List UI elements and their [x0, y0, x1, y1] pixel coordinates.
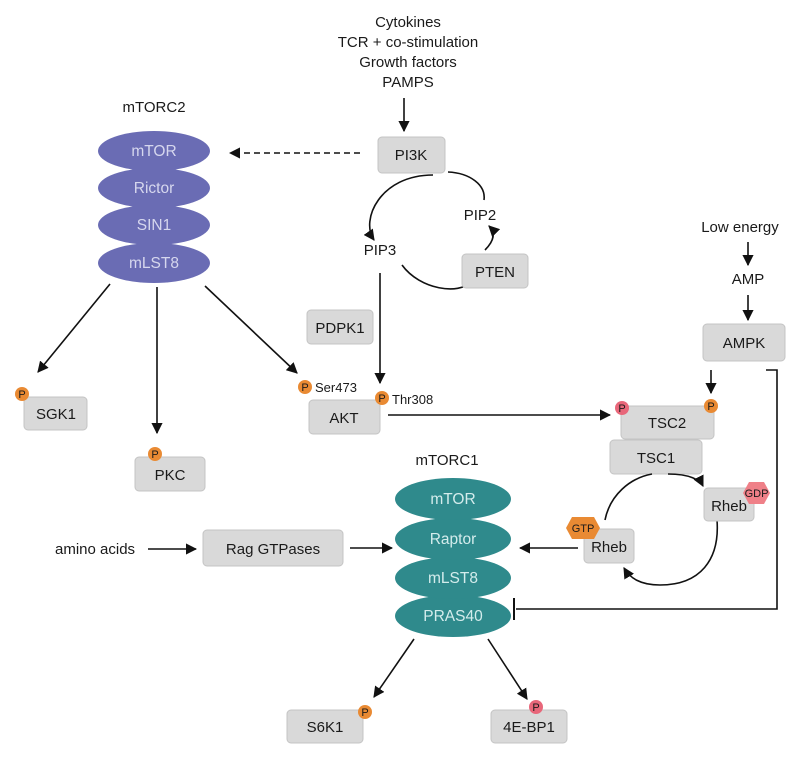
tsc1-label: TSC1 — [637, 450, 675, 467]
arrow-rheb-gdp-gtp — [623, 519, 719, 586]
mtorc1-mlst8 — [395, 557, 511, 599]
akt-label: AKT — [329, 410, 358, 427]
mtorc1-pras40 — [395, 595, 511, 637]
s6k1-box — [286, 709, 364, 744]
mtorc2-sin1-label: SIN1 — [137, 217, 171, 234]
sgk1-phospho — [15, 387, 29, 401]
arrow-tsc-rheb-gdp — [667, 473, 704, 488]
input-pamps: PAMPS — [382, 74, 433, 91]
arc-pip3-pten — [401, 264, 471, 290]
rheb-gtp-label: Rheb — [591, 539, 627, 556]
sgk1-label: SGK1 — [36, 406, 76, 423]
input-growth-factors: Growth factors — [359, 54, 457, 71]
s6k1-phospho-p: P — [361, 707, 368, 719]
arrow-pi3k-pip3 — [363, 174, 434, 241]
gtp-hexagon — [566, 517, 600, 539]
mtorc1-mtor-label: mTOR — [430, 491, 475, 508]
mtorc2-mlst8-label: mLST8 — [129, 255, 179, 272]
mtorc1-mtor — [395, 478, 511, 520]
input-tcr: TCR + co-stimulation — [338, 34, 478, 51]
mtorc2-rictor — [98, 168, 210, 208]
arrow-mtorc1-4ebp1 — [487, 638, 528, 700]
rheb-gdp-box — [703, 487, 755, 522]
mtorc1-raptor — [395, 518, 511, 560]
rheb-gdp-label: Rheb — [711, 498, 747, 515]
pkc-phospho-p: P — [151, 449, 158, 461]
ampk-box — [702, 323, 786, 362]
4ebp1-label: 4E-BP1 — [503, 719, 555, 736]
akt-thr308-phospho — [375, 391, 389, 405]
pkc-box — [134, 456, 206, 492]
pten-box — [461, 253, 529, 289]
tsc2-box — [620, 405, 715, 440]
akt-thr308-p: P — [378, 393, 385, 405]
akt-box — [308, 399, 381, 435]
pip3-label: PIP3 — [364, 242, 397, 259]
gdp-hexagon — [743, 482, 770, 504]
tsc2-phospho-orange-p: P — [707, 401, 714, 413]
rag-label: Rag GTPases — [226, 541, 320, 558]
arc-pip2-pi3k — [447, 171, 485, 201]
arrow-pten-pip2 — [484, 225, 501, 251]
ser473-label: Ser473 — [315, 380, 357, 395]
pkc-phospho — [148, 447, 162, 461]
4ebp1-box — [490, 709, 568, 744]
pdpk1-label: PDPK1 — [315, 320, 364, 337]
mtorc2-rictor-label: Rictor — [134, 180, 174, 197]
4ebp1-phospho-p: P — [532, 702, 539, 714]
s6k1-phospho — [358, 705, 372, 719]
sgk1-phospho-p: P — [18, 389, 25, 401]
mtorc1-title: mTORC1 — [415, 452, 478, 469]
akt-ser473-p: P — [301, 382, 308, 394]
amino-acids-label: amino acids — [55, 541, 135, 558]
low-energy-label: Low energy — [701, 219, 779, 236]
tsc1-box — [609, 439, 703, 475]
arrow-mtorc2-sgk1 — [37, 283, 111, 373]
tsc2-label: TSC2 — [648, 415, 686, 432]
sgk1-box — [23, 396, 88, 431]
rag-box — [202, 529, 344, 567]
mtorc2-sin1 — [98, 205, 210, 245]
arc-tsc-rheb-gtp — [604, 473, 653, 521]
pip2-label: PIP2 — [464, 207, 497, 224]
s6k1-label: S6K1 — [307, 719, 344, 736]
arrow-mtorc1-s6k1 — [373, 638, 415, 698]
gtp-label: GTP — [572, 523, 595, 535]
4ebp1-phospho — [529, 700, 543, 714]
gdp-label: GDP — [745, 488, 769, 500]
mtorc2-mtor — [98, 131, 210, 171]
rheb-gtp-box — [583, 528, 635, 564]
inhibit-ampk-mtorc1 — [516, 369, 778, 610]
pi3k-label: PI3K — [395, 147, 428, 164]
mtorc2-title: mTORC2 — [122, 99, 185, 116]
amp-label: AMP — [732, 271, 765, 288]
pdpk1-box — [306, 309, 374, 345]
input-cytokines: Cytokines — [375, 14, 441, 31]
mtorc2-mlst8 — [98, 243, 210, 283]
mtorc2-mtor-label: mTOR — [131, 143, 176, 160]
tsc2-phospho-red — [615, 401, 629, 415]
mtorc1-mlst8-label: mLST8 — [428, 570, 478, 587]
mtorc1-raptor-label: Raptor — [430, 531, 477, 548]
tsc2-phospho-orange — [704, 399, 718, 413]
mtorc1-pras40-label: PRAS40 — [423, 608, 483, 625]
arrow-mtorc2-akt — [204, 285, 298, 374]
pi3k-box — [377, 136, 446, 174]
thr308-label: Thr308 — [392, 392, 433, 407]
akt-ser473-phospho — [298, 380, 312, 394]
pkc-label: PKC — [155, 467, 186, 484]
ampk-label: AMPK — [723, 335, 766, 352]
tsc2-phospho-red-p: P — [618, 403, 625, 415]
pten-label: PTEN — [475, 264, 515, 281]
